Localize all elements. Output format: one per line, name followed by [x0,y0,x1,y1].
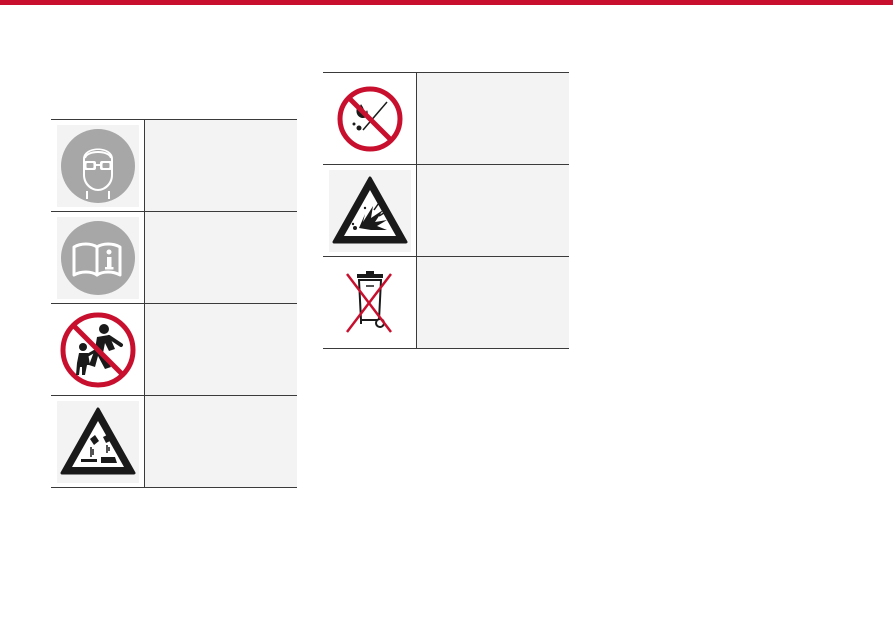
keep-children-away-icon [56,308,139,391]
symbol-cell [323,164,417,257]
table-row [51,211,297,304]
symbol-cell [51,395,145,488]
symbol-description [416,256,569,349]
symbol-cell [51,211,145,304]
symbol-description [144,395,297,488]
symbol-description [144,211,297,304]
table-row [323,72,569,165]
symbol-cell [51,303,145,396]
table-row [323,164,569,257]
table-row [51,119,297,212]
safety-symbols-table-right [323,72,569,349]
symbol-description [416,72,569,165]
corrosive-warning-icon [56,400,139,483]
symbol-cell [51,119,145,212]
symbol-description [144,119,297,212]
symbol-description [144,303,297,396]
wear-eye-protection-icon [56,124,139,207]
header-accent-bar [0,0,893,5]
symbol-cell [323,256,417,349]
no-household-waste-icon [328,261,411,344]
explosive-warning-icon [328,169,411,252]
table-row [51,395,297,488]
read-manual-icon [56,216,139,299]
no-open-flame-icon [328,77,411,160]
symbol-description [416,164,569,257]
table-row [51,303,297,396]
table-row [323,256,569,349]
symbol-cell [323,72,417,165]
safety-symbols-table-left [51,119,297,488]
